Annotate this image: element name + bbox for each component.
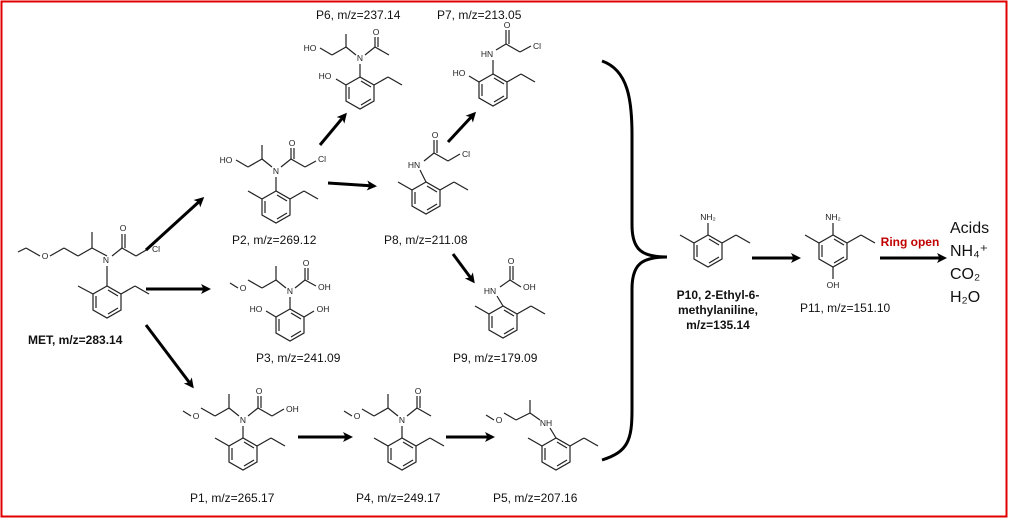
structure-p11: NH₂ OH xyxy=(804,212,876,290)
atom-label: Cl xyxy=(152,244,160,254)
atom-label: OH xyxy=(523,282,536,292)
arrow-met-to-p2 xyxy=(144,196,205,252)
atom-label: Cl xyxy=(462,149,470,159)
structure-p5: NH O xyxy=(485,400,599,471)
atom-label: O xyxy=(289,138,296,148)
atom-label: OH xyxy=(286,404,299,414)
compound-label-p5: P5, m/z=207.16 xyxy=(493,491,578,505)
structure-p1: N O O OH xyxy=(182,386,299,471)
atom-label: NH xyxy=(540,418,552,428)
atom-label: N xyxy=(287,286,293,296)
compound-label-p3: P3, m/z=241.09 xyxy=(256,351,341,365)
atom-label: N xyxy=(240,415,246,425)
atom-label: O xyxy=(504,20,511,30)
atom-label: O xyxy=(373,27,380,37)
atom-label: HO xyxy=(319,71,332,81)
atom-label: HN xyxy=(408,160,420,170)
structure-p3: N O O OH HO OH xyxy=(229,258,331,342)
atom-label: NH₂ xyxy=(700,212,716,222)
structure-p9: HN O OH xyxy=(474,256,546,339)
structure-p2: N HO O Cl xyxy=(220,138,326,224)
atom-label: O xyxy=(354,411,361,421)
compound-label-p8: P8, m/z=211.08 xyxy=(384,233,468,247)
compound-label-p6: P6, m/z=237.14 xyxy=(316,8,401,22)
structure-p4: N O O xyxy=(343,386,445,471)
atom-label: N xyxy=(357,53,363,63)
compound-label-p7: P7, m/z=213.05 xyxy=(437,8,522,22)
atom-label: HO xyxy=(453,68,466,78)
atom-label: O xyxy=(432,130,439,140)
product-acids: Acids xyxy=(950,220,989,237)
atom-label: HO xyxy=(250,304,263,314)
structure-p8: HN O Cl xyxy=(397,130,470,215)
atom-label: HN xyxy=(481,49,493,59)
atom-label: OH xyxy=(318,282,331,292)
atom-label: Cl xyxy=(318,154,326,164)
atom-label: O xyxy=(120,223,127,233)
atom-label: HO xyxy=(220,155,233,165)
compound-label-met: MET, m/z=283.14 xyxy=(28,333,123,347)
structure-p6: N HO O HO xyxy=(304,27,403,110)
compound-label-p10-line2: methylaniline, xyxy=(678,303,758,317)
arrow-p8-to-p9 xyxy=(451,253,475,284)
compound-label-p9: P9, m/z=179.09 xyxy=(453,351,538,365)
atom-label: O xyxy=(303,258,310,268)
product-ammonium: NH₄⁺ xyxy=(950,243,988,260)
atom-label: O xyxy=(415,386,422,396)
final-products: Acids NH₄⁺ CO₂ H₂O xyxy=(950,220,989,306)
structure-met: N O O Cl xyxy=(17,223,160,319)
compound-label-p2: P2, m/z=269.12 xyxy=(232,233,317,247)
compound-label-p11: P11, m/z=151.10 xyxy=(800,301,890,315)
compound-label-p1: P1, m/z=265.17 xyxy=(190,491,275,505)
atom-label: O xyxy=(42,251,49,261)
atom-label: Cl xyxy=(533,41,541,51)
arrow-met-to-p1 xyxy=(144,324,194,389)
atom-label: O xyxy=(496,415,503,425)
structure-p7: HN O Cl HO xyxy=(453,20,541,107)
atom-label: OH xyxy=(827,280,840,290)
convergence-bracket xyxy=(601,59,668,462)
compound-label-p4: P4, m/z=249.17 xyxy=(356,491,441,505)
atom-label: O xyxy=(240,283,247,293)
product-co2: CO₂ xyxy=(950,266,980,283)
atom-label: N xyxy=(399,415,405,425)
atom-label: HO xyxy=(304,43,317,53)
product-water: H₂O xyxy=(950,289,980,306)
arrow-p2-to-p6 xyxy=(318,112,347,146)
atom-label: HN xyxy=(484,286,496,296)
compound-label-p10-line3: m/z=135.14 xyxy=(686,318,750,332)
reaction-arrows xyxy=(144,111,947,442)
atom-label: OH xyxy=(317,304,330,314)
compound-label-p10-line1: P10, 2-Ethyl-6- xyxy=(677,288,760,302)
atom-label: O xyxy=(193,411,200,421)
atom-label: NH₂ xyxy=(825,212,841,222)
ring-open-label: Ring open xyxy=(881,235,940,249)
atom-label: N xyxy=(273,166,279,176)
atom-label: O xyxy=(256,386,263,396)
atom-label: N xyxy=(103,255,109,265)
structure-p10: NH₂ xyxy=(679,212,751,268)
arrow-p8-to-p7 xyxy=(446,111,477,144)
arrow-p2-to-p8 xyxy=(327,180,377,191)
atom-label: O xyxy=(508,256,515,266)
